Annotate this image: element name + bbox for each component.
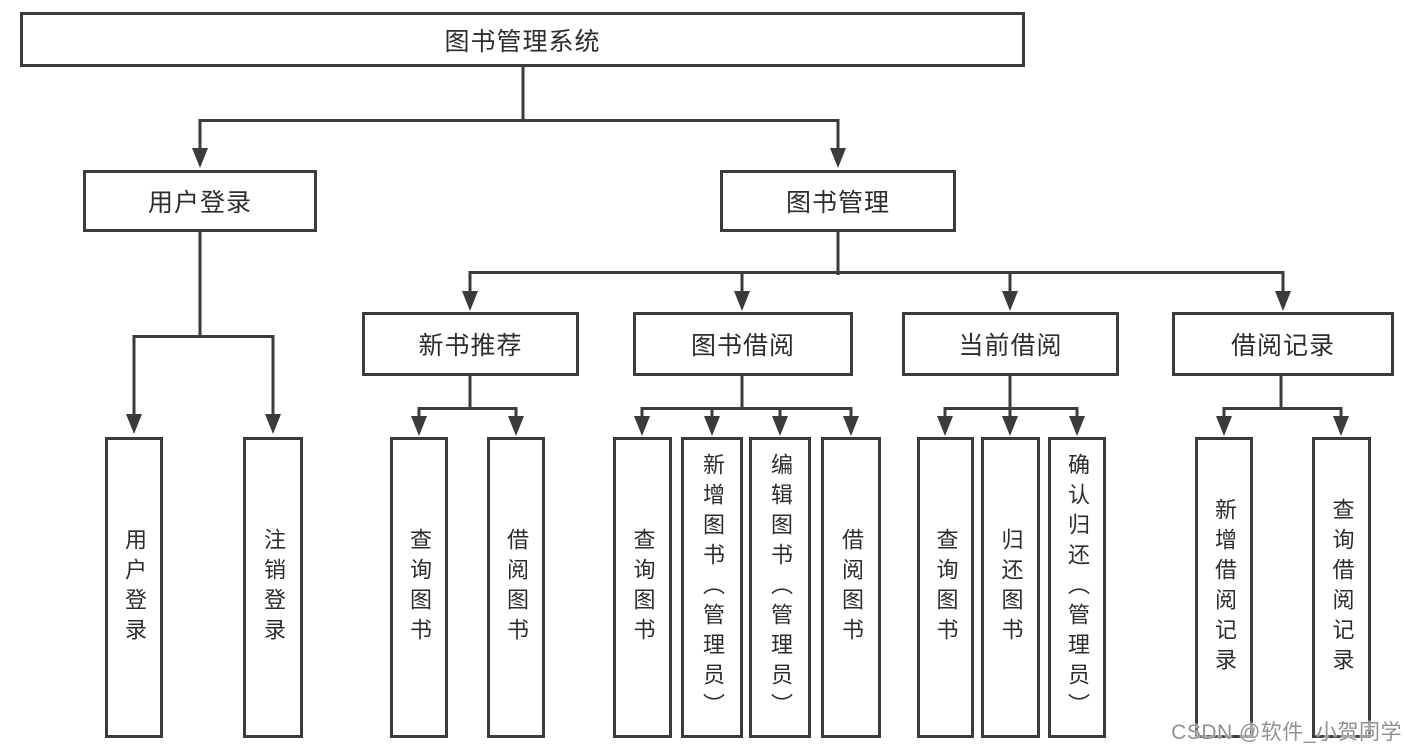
leaf-query-books-1-label: 查询图书 — [407, 527, 432, 648]
leaf-borrow-books-1: 借阅图书 — [487, 437, 545, 738]
leaf-return-books: 归还图书 — [981, 437, 1040, 738]
node-new-book-recommend: 新书推荐 — [362, 312, 579, 376]
leaf-add-book-admin: 新增图书（管理员） — [681, 437, 743, 738]
leaf-query-borrow-record: 查询借阅记录 — [1312, 437, 1371, 738]
leaf-add-borrow-record: 新增借阅记录 — [1195, 437, 1253, 738]
leaf-return-books-label: 归还图书 — [998, 527, 1024, 648]
node-library-management-system: 图书管理系统 — [20, 12, 1025, 67]
leaf-query-books-3-label: 查询图书 — [933, 527, 959, 648]
leaf-confirm-return-admin: 确认归还（管理员） — [1048, 437, 1106, 738]
node-current-borrow: 当前借阅 — [902, 312, 1119, 376]
leaf-logout-label: 注销登录 — [261, 527, 286, 648]
leaf-borrow-books-1-label: 借阅图书 — [504, 527, 529, 648]
leaf-edit-book-admin-label: 编辑图书（管理员） — [768, 452, 793, 723]
node-book-borrow: 图书借阅 — [633, 312, 853, 376]
leaf-add-borrow-record-label: 新增借阅记录 — [1212, 497, 1237, 678]
leaf-query-borrow-record-label: 查询借阅记录 — [1329, 497, 1355, 678]
node-borrow-records: 借阅记录 — [1172, 312, 1394, 376]
leaf-query-books-2: 查询图书 — [613, 437, 672, 738]
leaf-user-login-label: 用户登录 — [122, 527, 147, 648]
leaf-confirm-return-admin-label: 确认归还（管理员） — [1065, 452, 1090, 723]
leaf-query-books-1: 查询图书 — [390, 437, 448, 738]
leaf-edit-book-admin: 编辑图书（管理员） — [749, 437, 811, 738]
leaf-query-books-2-label: 查询图书 — [630, 527, 656, 648]
leaf-user-login: 用户登录 — [105, 437, 163, 738]
leaf-borrow-books-2: 借阅图书 — [821, 437, 881, 738]
leaf-query-books-3: 查询图书 — [917, 437, 974, 738]
leaf-logout: 注销登录 — [243, 437, 303, 738]
node-book-management: 图书管理 — [720, 170, 956, 232]
csdn-watermark: CSDN @软件_小贺同学 — [1171, 721, 1402, 744]
node-user-login: 用户登录 — [83, 170, 317, 232]
leaf-borrow-books-2-label: 借阅图书 — [839, 527, 864, 648]
leaf-add-book-admin-label: 新增图书（管理员） — [700, 452, 725, 723]
